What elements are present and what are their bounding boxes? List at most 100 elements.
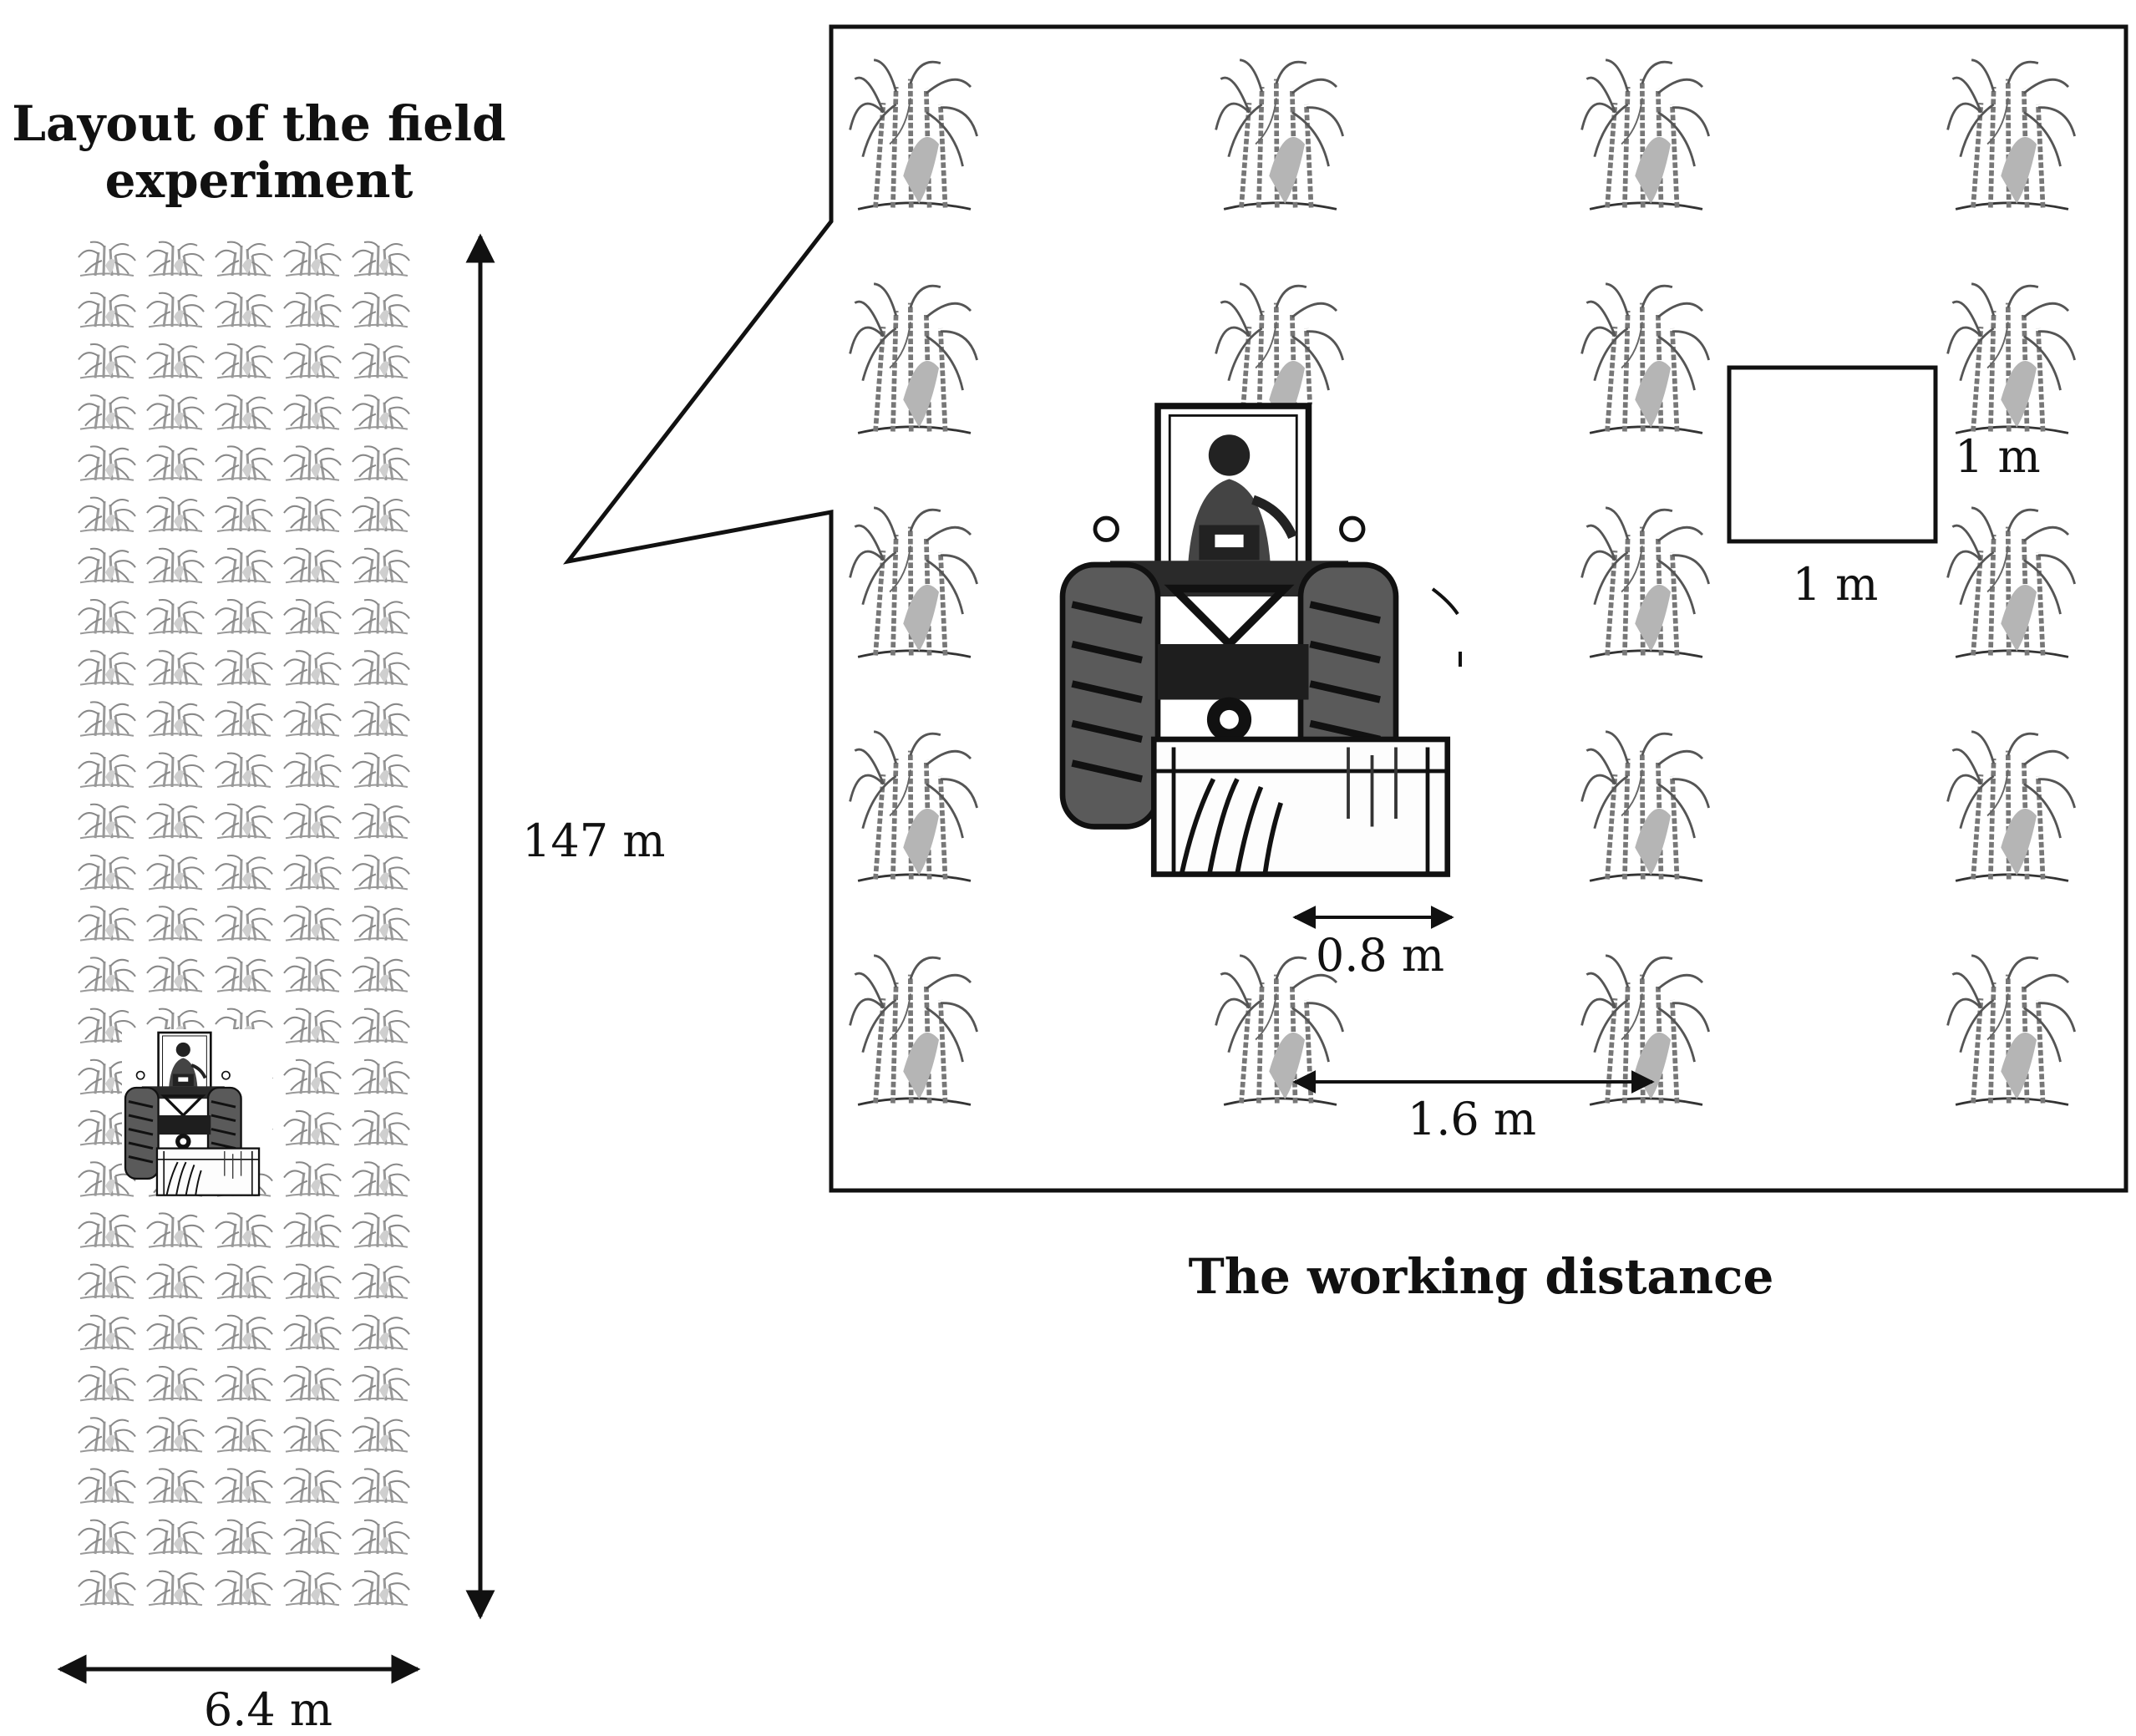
small-plant-icon — [282, 1160, 342, 1198]
small-plant-icon — [214, 803, 274, 840]
small-plant-icon — [145, 343, 205, 379]
small-plant-icon — [282, 292, 342, 328]
small-plant-icon — [77, 1570, 137, 1607]
small-plant-icon — [351, 1570, 411, 1607]
small-plant-icon — [145, 547, 205, 584]
small-plant-icon — [145, 444, 205, 482]
small-plant-icon — [214, 649, 274, 687]
small-plant-icon — [282, 1008, 342, 1044]
small-plant-icon — [214, 1467, 274, 1505]
small-plant-icon — [77, 496, 137, 533]
length-label: 147 m — [522, 815, 665, 867]
small-plant-icon — [351, 803, 411, 840]
small-plant-icon — [351, 1058, 411, 1095]
small-plant-icon — [282, 803, 342, 840]
small-plant-icon — [282, 1365, 342, 1402]
square-width-label: 1 m — [1793, 558, 1879, 611]
small-plant-icon — [77, 1263, 137, 1300]
small-plant-icon — [351, 905, 411, 942]
small-plant-icon — [214, 598, 274, 635]
small-plant-icon — [214, 1314, 274, 1351]
small-plant-icon — [145, 292, 205, 328]
left-panel: Layout of the field experiment 147 m 6.4… — [12, 95, 665, 1736]
small-plant-icon — [282, 1570, 342, 1607]
small-plant-icon — [145, 1519, 205, 1556]
small-plant-icon — [145, 752, 205, 789]
small-plant-icon — [145, 649, 205, 687]
small-plant-icon — [214, 547, 274, 584]
small-plant-icon — [282, 547, 342, 584]
small-plant-icon — [77, 343, 137, 379]
small-tractor-icon — [122, 1029, 272, 1197]
small-plant-icon — [351, 854, 411, 891]
small-plant-icon — [351, 496, 411, 533]
small-plant-icon — [145, 393, 205, 431]
small-plant-icon — [77, 1365, 137, 1402]
small-plant-icon — [351, 1416, 411, 1454]
small-plant-icon — [77, 700, 137, 738]
small-plant-icon — [214, 956, 274, 993]
small-plant-icon — [145, 598, 205, 635]
small-plant-icon — [282, 1416, 342, 1454]
small-plant-icon — [77, 444, 137, 482]
small-plant-icon — [214, 241, 274, 277]
small-plant-icon — [214, 292, 274, 328]
small-plant-icon — [77, 1519, 137, 1556]
small-plant-icon — [77, 598, 137, 635]
left-title-line1: Layout of the field — [12, 95, 505, 152]
small-plant-icon — [351, 444, 411, 482]
small-plant-icon — [77, 854, 137, 891]
small-plant-icon — [282, 649, 342, 687]
small-plant-icon — [351, 1008, 411, 1044]
small-plant-icon — [282, 241, 342, 277]
small-plant-icon — [77, 292, 137, 328]
small-plant-icon — [351, 752, 411, 789]
small-plant-icon — [282, 444, 342, 482]
small-plant-icon — [282, 1109, 342, 1146]
detail-panel: 1 m 1 m 0.8 m 1.6 m — [563, 24, 2128, 1193]
small-plant-icon — [351, 292, 411, 328]
small-plant-icon — [77, 1314, 137, 1351]
small-plant-icon — [282, 700, 342, 738]
small-plant-icon — [145, 1570, 205, 1607]
small-plant-icon — [351, 1467, 411, 1505]
small-plant-icon — [77, 803, 137, 840]
small-plant-icon — [214, 1416, 274, 1454]
small-plant-icon — [145, 803, 205, 840]
small-plant-icon — [351, 1519, 411, 1556]
small-plant-icon — [282, 956, 342, 993]
small-plant-icon — [282, 905, 342, 942]
small-plant-icon — [145, 1314, 205, 1351]
small-plant-icon — [282, 1263, 342, 1300]
small-plant-icon — [145, 1211, 205, 1249]
small-plant-icon — [214, 1570, 274, 1607]
small-plant-icon — [214, 752, 274, 789]
small-plant-icon — [214, 343, 274, 379]
detail-caption: The working distance — [1189, 1248, 1774, 1305]
small-plant-icon — [145, 241, 205, 277]
small-plant-icon — [145, 496, 205, 533]
small-plant-icon — [351, 547, 411, 584]
small-plant-icon — [214, 1365, 274, 1402]
small-plant-icon — [77, 752, 137, 789]
small-plant-icon — [351, 1160, 411, 1198]
small-plant-icon — [351, 700, 411, 738]
small-plant-icon — [145, 1416, 205, 1454]
small-plant-icon — [145, 956, 205, 993]
small-plant-icon — [77, 649, 137, 687]
small-plant-icon — [214, 905, 274, 942]
small-plant-icon — [145, 1467, 205, 1505]
small-plant-icon — [145, 1263, 205, 1300]
small-plant-icon — [351, 956, 411, 993]
small-plant-icon — [77, 905, 137, 942]
small-plant-icon — [282, 496, 342, 533]
small-plant-icon — [351, 1314, 411, 1351]
implement-width-label: 0.8 m — [1316, 929, 1444, 982]
small-plant-icon — [282, 752, 342, 789]
small-plant-icon — [282, 1314, 342, 1351]
small-plant-icon — [214, 1263, 274, 1300]
small-plant-icon — [77, 1467, 137, 1505]
small-plant-icon — [145, 700, 205, 738]
small-plant-icon — [282, 1467, 342, 1505]
